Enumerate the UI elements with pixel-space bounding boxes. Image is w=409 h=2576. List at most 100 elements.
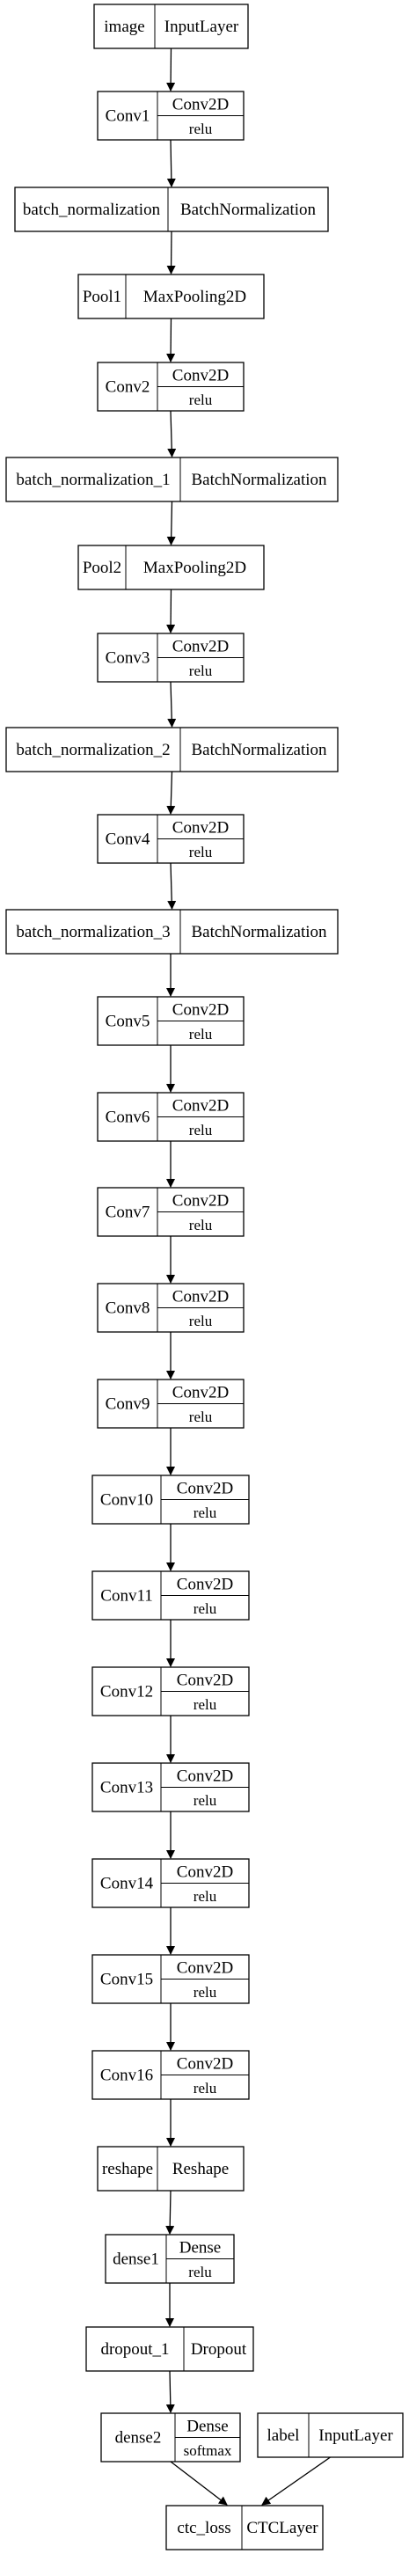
layer-activation: relu — [189, 1217, 213, 1233]
layer-name: Conv1 — [106, 107, 150, 126]
layer-node-ctc-loss: ctc_loss CTCLayer — [165, 2505, 324, 2550]
edge-conv1-to-batch-normalization — [166, 139, 176, 187]
layer-activation: relu — [194, 2080, 217, 2097]
layer-type: BatchNormalization — [180, 201, 317, 219]
edges-layer — [165, 48, 331, 2506]
layer-activation: relu — [188, 2264, 212, 2280]
layer-box — [165, 2505, 324, 2550]
layer-type: Conv2D — [172, 638, 229, 656]
layer-type: Conv2D — [172, 1192, 229, 1211]
layer-node-conv7: Conv7 Conv2D relu — [97, 1187, 245, 1237]
layer-type: Dense — [186, 2418, 228, 2436]
layer-node-dense2: dense2 Dense softmax — [100, 2412, 241, 2463]
edge-dense2-to-ctc-loss — [170, 2461, 228, 2506]
layer-type: CTCLayer — [246, 2519, 318, 2537]
layer-name: ctc_loss — [177, 2519, 230, 2537]
layer-name: Conv5 — [106, 1013, 150, 1031]
layer-activation: softmax — [184, 2442, 232, 2459]
layer-node-label: label InputLayer — [257, 2412, 404, 2458]
layer-type: Reshape — [172, 2160, 229, 2178]
layer-name: Conv10 — [100, 1491, 153, 1510]
layer-type: Conv2D — [177, 1672, 233, 1690]
layer-box — [77, 274, 265, 319]
layer-type: BatchNormalization — [191, 923, 327, 941]
layer-name: Conv4 — [106, 831, 150, 849]
layer-box — [97, 2146, 245, 2192]
layer-node-batch-normalization: batch_normalization BatchNormalization — [14, 187, 329, 232]
layer-box — [257, 2412, 404, 2458]
layer-activation: relu — [194, 1696, 217, 1713]
layer-name: Conv15 — [100, 1971, 153, 1989]
layer-activation: relu — [189, 1313, 213, 1329]
layer-activation: relu — [189, 1026, 213, 1043]
layer-node-conv9: Conv9 Conv2D relu — [97, 1379, 245, 1429]
layer-type: Conv2D — [177, 1959, 233, 1978]
layer-box — [5, 909, 339, 955]
layer-type: InputLayer — [318, 2426, 393, 2445]
layer-type: BatchNormalization — [191, 741, 327, 759]
layer-activation: relu — [189, 844, 213, 860]
layer-name: Conv6 — [106, 1109, 150, 1127]
edge-reshape-to-dense1 — [165, 2190, 175, 2235]
layer-name: dense2 — [115, 2429, 162, 2448]
layer-box — [85, 2326, 254, 2372]
layer-name: dropout_1 — [100, 2340, 169, 2359]
layer-type: Conv2D — [177, 1767, 233, 1786]
layer-type: MaxPooling2D — [143, 288, 246, 306]
layer-node-conv15: Conv15 Conv2D relu — [91, 1954, 250, 2004]
layer-type: Conv2D — [172, 819, 229, 838]
layer-box — [5, 727, 339, 772]
layer-type: Conv2D — [177, 1576, 233, 1594]
edge-image-to-conv1 — [166, 48, 176, 91]
layer-node-conv1: Conv1 Conv2D relu — [97, 91, 245, 141]
layer-name: Pool2 — [83, 559, 121, 577]
layer-name: Conv7 — [106, 1204, 150, 1222]
edge-pool1-to-conv2 — [166, 318, 176, 362]
layer-activation: relu — [189, 662, 213, 679]
layer-name: Conv9 — [106, 1395, 150, 1414]
layer-activation: relu — [189, 121, 213, 137]
layer-name: image — [104, 18, 144, 36]
layer-node-image: image InputLayer — [93, 4, 249, 49]
layer-node-conv10: Conv10 Conv2D relu — [91, 1475, 250, 1525]
layer-name: Conv8 — [106, 1299, 150, 1318]
layer-name: Conv11 — [100, 1587, 152, 1606]
layer-name: batch_normalization — [23, 201, 161, 219]
layer-activation: relu — [194, 1504, 217, 1521]
layer-activation: relu — [194, 1984, 217, 2001]
layer-name: label — [267, 2426, 300, 2445]
layer-activation: relu — [189, 1409, 213, 1425]
layer-activation: relu — [194, 1792, 217, 1809]
layer-type: Conv2D — [172, 96, 229, 114]
layer-box — [93, 4, 249, 49]
layer-name: batch_normalization_3 — [16, 923, 170, 941]
layer-box — [14, 187, 329, 232]
layer-type: Conv2D — [172, 1097, 229, 1116]
layer-type: Dense — [179, 2239, 221, 2258]
layer-node-conv4: Conv4 Conv2D relu — [97, 814, 245, 864]
layer-type: InputLayer — [164, 18, 239, 36]
layer-type: Conv2D — [172, 367, 229, 385]
layer-type: Conv2D — [177, 1480, 233, 1498]
edge-conv3-to-batch-normalization-2 — [167, 681, 177, 728]
layer-type: MaxPooling2D — [143, 559, 246, 577]
layer-type: Conv2D — [172, 1384, 229, 1402]
layer-name: Conv14 — [100, 1875, 154, 1893]
edge-conv2-to-batch-normalization-1 — [167, 410, 177, 457]
edge-label-to-ctc-loss — [261, 2456, 331, 2506]
layer-activation: relu — [194, 1600, 217, 1617]
